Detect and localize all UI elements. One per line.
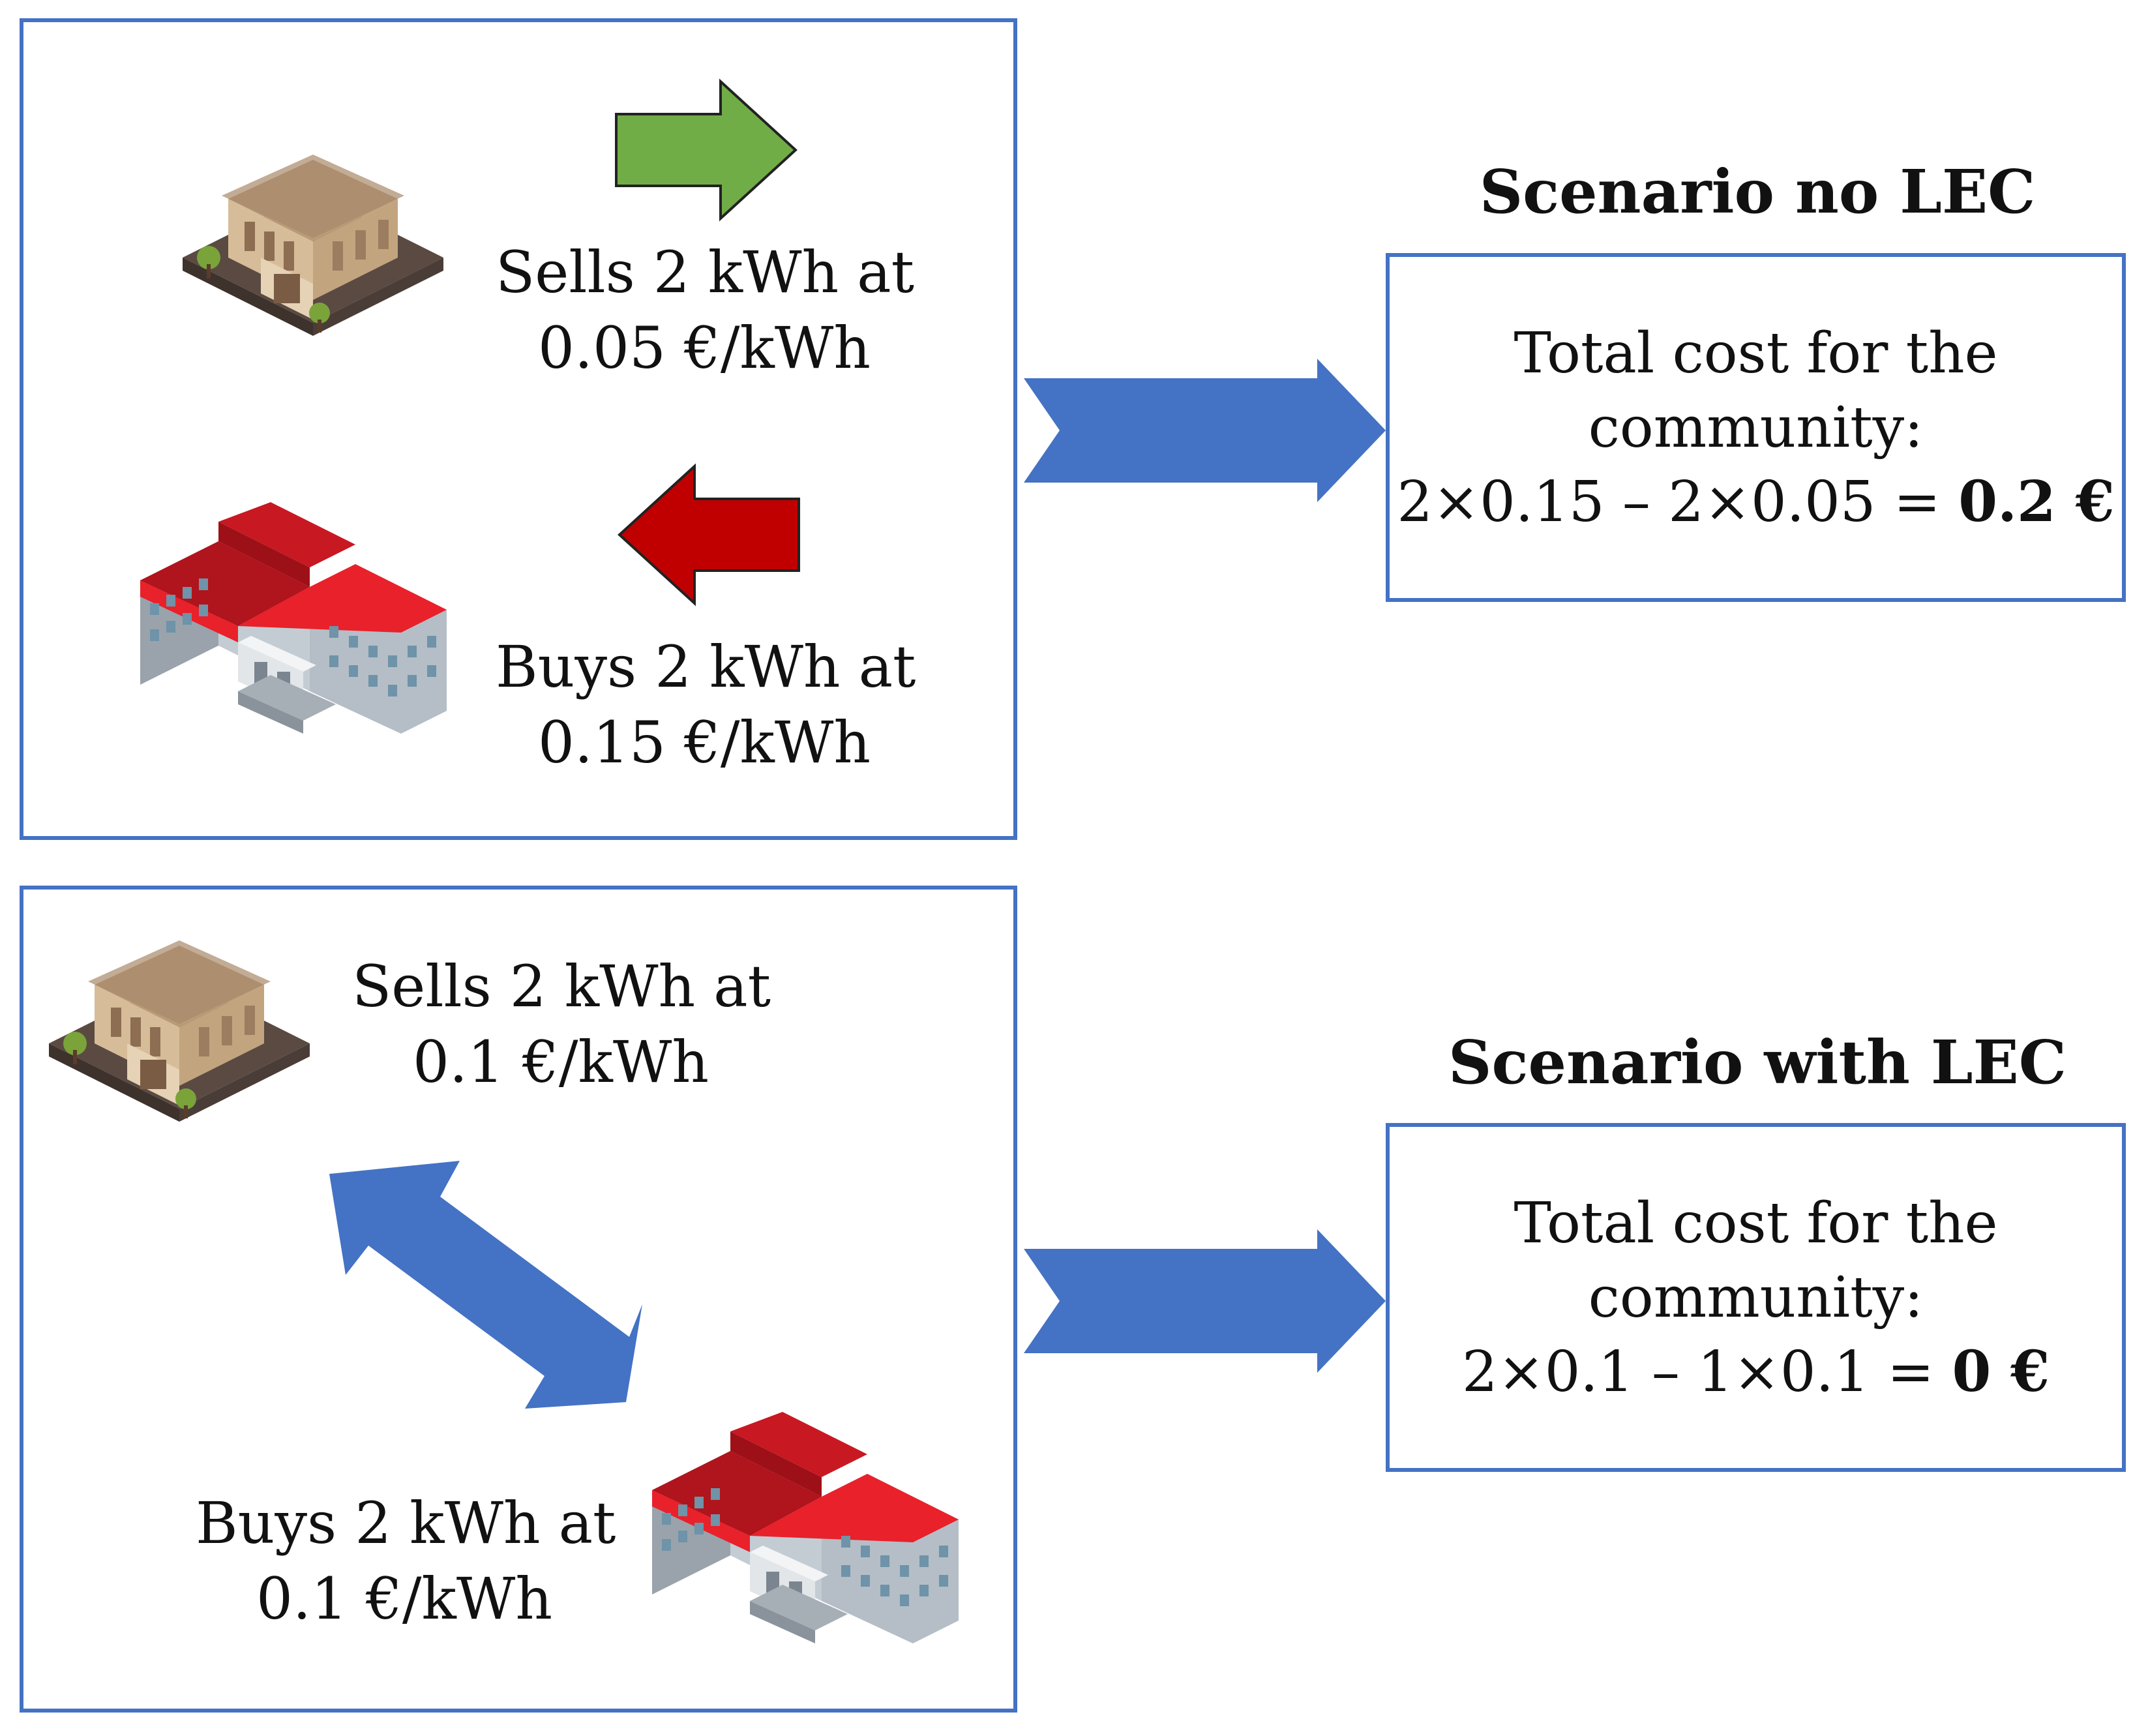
museum-building-icon: [183, 155, 443, 336]
no-lec-result-formula: 2×0.15 – 2×0.05 =: [1397, 469, 1959, 535]
sell-arrow-green-icon: [615, 78, 798, 222]
no-lec-seller-line1: Sells 2 kWh at: [496, 239, 914, 306]
no-lec-result-line2: community:: [1588, 395, 1924, 460]
with-lec-seller-line1: Sells 2 kWh at: [352, 953, 771, 1020]
with-lec-result-value: 0 €: [1952, 1338, 2050, 1405]
with-lec-buyer-line2: 0.1 €/kWh: [256, 1565, 552, 1632]
with-lec-buyer-line1: Buys 2 kWh at: [196, 1489, 616, 1557]
scenario-no-lec-panel: [20, 18, 1017, 840]
no-lec-seller-text: Sells 2 kWh at 0.05 €/kWh: [496, 235, 914, 386]
no-lec-result-formula-line: 2×0.15 – 2×0.05 = 0.2 €: [1397, 465, 2114, 539]
scenario-with-lec-heading: Scenario with LEC: [1448, 1027, 2066, 1098]
with-lec-result-arrow-icon: [1024, 1229, 1386, 1373]
no-lec-seller-line2: 0.05 €/kWh: [538, 314, 871, 382]
with-lec-buyer-text: Buys 2 kWh at 0.1 €/kWh: [196, 1486, 616, 1637]
school-building-icon: [652, 1412, 959, 1643]
no-lec-result-value: 0.2 €: [1958, 468, 2115, 535]
no-lec-buyer-line2: 0.15 €/kWh: [538, 709, 871, 776]
with-lec-seller-text: Sells 2 kWh at 0.1 €/kWh: [352, 949, 771, 1100]
buy-arrow-red-icon: [618, 463, 800, 606]
with-lec-result-line1: Total cost for the: [1514, 1190, 1998, 1256]
scenario-no-lec-heading: Scenario no LEC: [1479, 157, 2036, 227]
with-lec-result-box: Total cost for the community: 2×0.1 – 1×…: [1386, 1123, 2126, 1472]
with-lec-result-formula: 2×0.1 – 1×0.1 =: [1461, 1339, 1952, 1405]
with-lec-result-formula-line: 2×0.1 – 1×0.1 = 0 €: [1462, 1335, 2050, 1409]
museum-building-icon: [49, 940, 310, 1122]
school-building-icon: [140, 502, 447, 734]
exchange-double-arrow-icon: [329, 1161, 642, 1409]
no-lec-result-box: Total cost for the community: 2×0.15 – 2…: [1386, 253, 2126, 602]
no-lec-result-arrow-icon: [1024, 359, 1386, 502]
no-lec-buyer-line1: Buys 2 kWh at: [496, 633, 916, 700]
no-lec-buyer-text: Buys 2 kWh at 0.15 €/kWh: [496, 629, 916, 781]
no-lec-result-line1: Total cost for the: [1514, 320, 1998, 386]
with-lec-result-line2: community:: [1588, 1265, 1924, 1330]
with-lec-seller-line2: 0.1 €/kWh: [412, 1028, 709, 1096]
